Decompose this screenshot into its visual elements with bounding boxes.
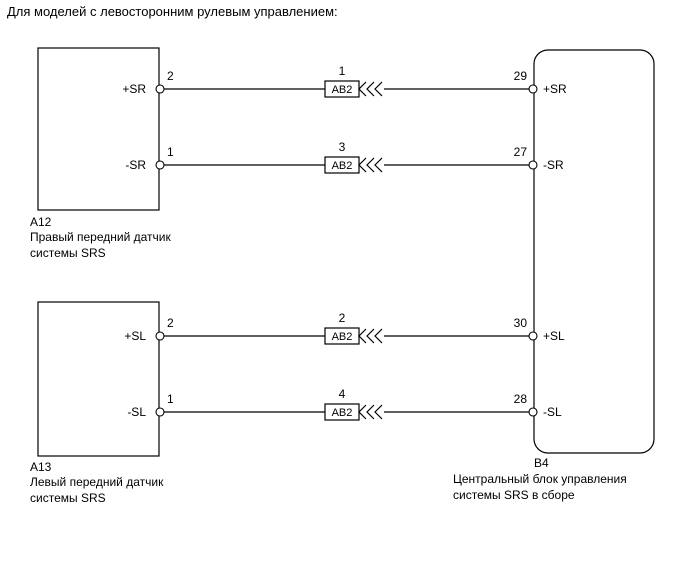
diagram-title: Для моделей с левосторонним рулевым упра… [7,4,338,19]
pin-label-left: 2 [167,69,174,83]
terminal-b4-pin28 [528,407,538,417]
connector-chevron [366,404,375,420]
component-a12-caption-line1: Правый передний датчик [30,230,171,244]
connector-chevron [358,328,367,344]
connector-chevron [374,81,383,97]
pin-label-left: 1 [167,145,174,159]
component-a13-caption-line1: Левый передний датчик [30,475,164,489]
wire-minus-sr: -SR 1 AB2 3 27 -SR [125,140,564,174]
component-b4-caption-line2: системы SRS в сборе [453,488,575,502]
component-a13-box [37,301,160,457]
signal-label-left: -SL [127,405,146,419]
signal-label-right: +SR [543,82,567,96]
terminal-a13-pin2 [155,331,165,341]
connector-pin-label: 4 [339,387,346,401]
connector-chevron [358,81,367,97]
connector-chevron [374,157,383,173]
connector-chevron [366,328,375,344]
signal-label-left: +SL [124,329,146,343]
terminal-a12-pin2 [155,84,165,94]
wire-plus-sr: +SR 2 AB2 1 29 +SR [122,64,567,98]
terminal-a13-pin1 [155,407,165,417]
component-a12-caption-line2: системы SRS [30,246,106,260]
pin-label-right: 29 [514,69,528,83]
connector-chevron [374,328,383,344]
connector-label: AB2 [332,160,353,172]
component-a13-caption-line2: системы SRS [30,491,106,505]
signal-label-left: -SR [125,158,146,172]
component-b4-box [533,49,655,454]
component-a13-code: A13 [30,460,52,474]
signal-label-right: -SL [543,405,562,419]
connector-pin-label: 2 [339,311,346,325]
terminal-b4-pin29 [528,84,538,94]
connector-chevron [366,157,375,173]
terminal-a12-pin1 [155,160,165,170]
pin-label-right: 28 [514,392,528,406]
signal-label-right: -SR [543,158,564,172]
connector-label: AB2 [332,407,353,419]
pin-label-left: 1 [167,392,174,406]
terminal-b4-pin30 [528,331,538,341]
connector-chevron [358,157,367,173]
connector-pin-label: 3 [339,140,346,154]
wire-minus-sl: -SL 1 AB2 4 28 -SL [127,387,562,421]
connector-label: AB2 [332,84,353,96]
component-a12-box [37,47,160,211]
connector-label: AB2 [332,331,353,343]
component-b4-caption-line1: Центральный блок управления [453,472,627,486]
signal-label-right: +SL [543,329,565,343]
connector-pin-label: 1 [339,64,346,78]
connector-chevron [374,404,383,420]
connector-chevron [366,81,375,97]
pin-label-left: 2 [167,316,174,330]
signal-label-left: +SR [122,82,146,96]
connector-chevron [358,404,367,420]
terminal-b4-pin27 [528,160,538,170]
wire-plus-sl: +SL 2 AB2 2 30 +SL [124,311,565,345]
component-b4-code: B4 [534,456,549,470]
component-a12-code: A12 [30,215,52,229]
pin-label-right: 30 [514,316,528,330]
pin-label-right: 27 [514,145,528,159]
